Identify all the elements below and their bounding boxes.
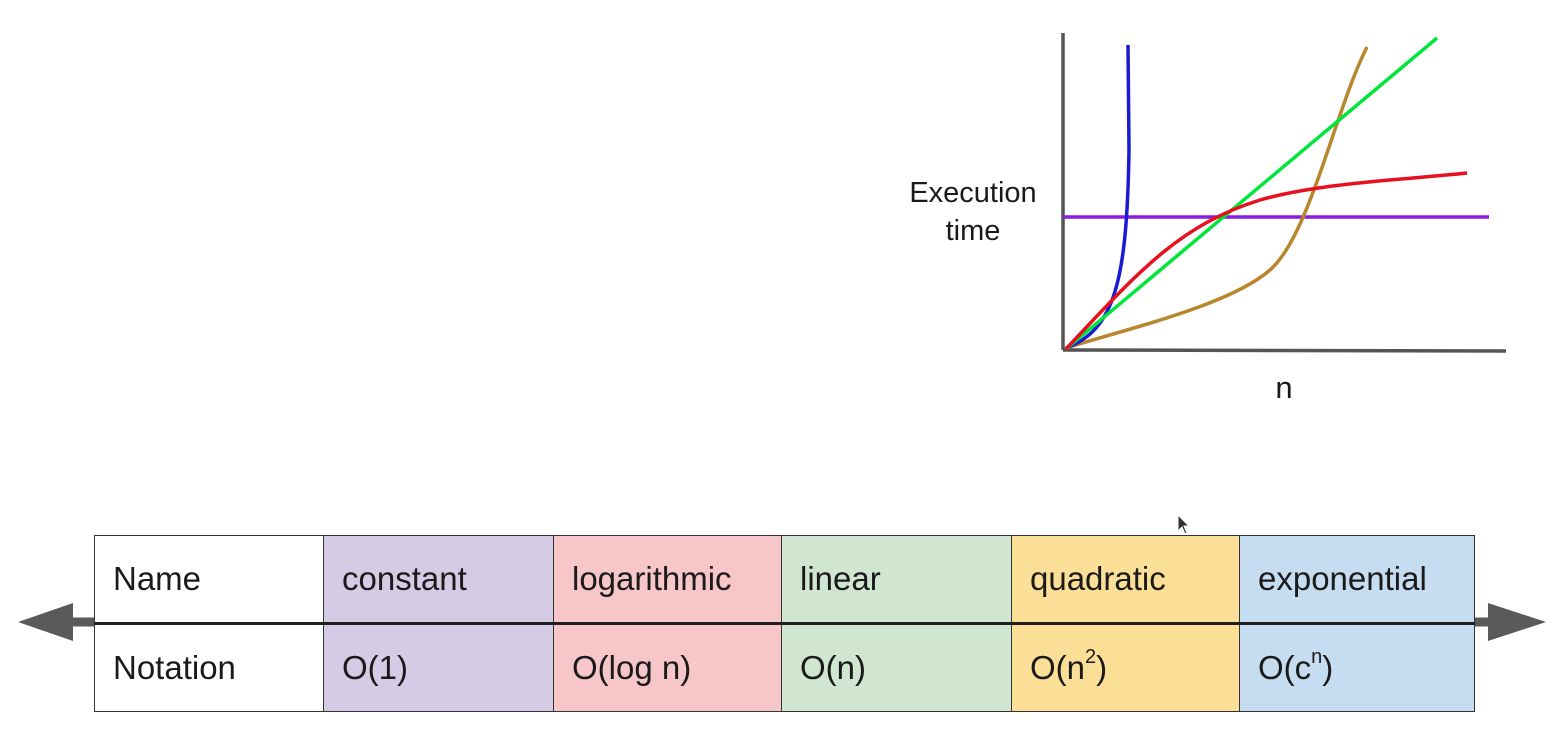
exponential-curve [1065,44,1131,350]
table-row-notation: Notation O(1) O(log n) O(n) O(n2) O(cn) [94,623,1475,712]
left-arrowhead [18,603,73,641]
notation-cell-constant: O(1) [323,623,554,712]
mouse-pointer-icon [1177,514,1191,535]
quadratic-curve [1065,46,1369,350]
notation-cell-exponential: O(cn) [1239,623,1475,712]
name-cell-exponential: exponential [1239,535,1475,625]
linear-curve [1064,36,1439,351]
notation-cell-quadratic: O(n2) [1011,623,1240,712]
name-cell-linear: linear [781,535,1012,625]
name-cell-logarithmic: logarithmic [553,535,782,625]
notation-cell-linear: O(n) [781,623,1012,712]
table-row-name: Name constant logarithmic linear quadrat… [94,535,1475,625]
logarithmic-curve [1064,171,1468,351]
complexity-table: Name constant logarithmic linear quadrat… [94,535,1475,712]
name-header: Name [94,535,324,625]
name-cell-constant: constant [323,535,554,625]
right-arrowhead [1488,603,1546,641]
name-cell-quadratic: quadratic [1011,535,1240,625]
x-axis-label: n [1275,370,1293,405]
notation-cell-logarithmic: O(log n) [553,623,782,712]
x-axis [1062,348,1507,353]
y-axis-label: Execution time [909,177,1037,247]
notation-header: Notation [94,623,324,712]
